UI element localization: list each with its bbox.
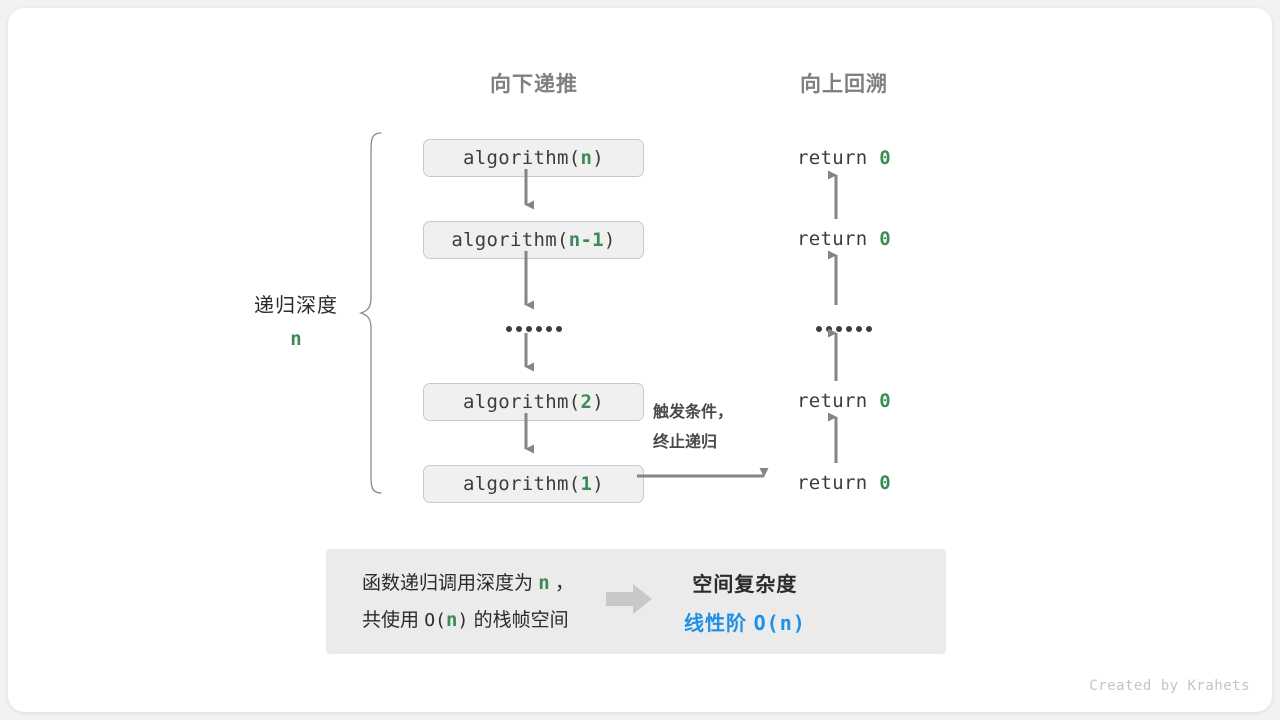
return-label-bottom: return 0 [797, 472, 891, 494]
return-keyword: return [797, 472, 880, 494]
summary-line1-n: n [538, 571, 550, 594]
block-right-arrow-icon [606, 582, 654, 621]
return-value: 0 [879, 390, 891, 412]
call-box-1: algorithm(1) [423, 465, 644, 503]
recursion-depth-title: 递归深度 [254, 295, 338, 317]
call-box-suffix: ) [592, 147, 604, 169]
call-box-prefix: algorithm( [463, 473, 581, 495]
termination-note-line2: 终止递归 [653, 434, 718, 451]
return-keyword: return [797, 390, 880, 412]
summary-line2-text-b: 的栈帧空间 [473, 609, 569, 631]
summary-line-2: 共使用 O(n) 的栈帧空间 [362, 602, 574, 639]
return-label-second: return 0 [797, 228, 891, 250]
call-box-prefix: algorithm( [451, 229, 569, 251]
credit-text: Created by Krahets [1089, 678, 1250, 694]
summary-line2-big-o-open: O( [424, 609, 446, 631]
call-box-prefix: algorithm( [463, 391, 581, 413]
diagram-card: 向下递推 向上回溯 algorithm(n) algorithm(n-1) al… [8, 8, 1272, 712]
call-box-suffix: ) [603, 229, 616, 251]
summary-line2-n: n [445, 608, 458, 631]
return-label-third: return 0 [797, 390, 891, 412]
call-box-n-minus-1: algorithm(n-1) [423, 221, 644, 259]
summary-line1-text-a: 函数递归调用深度为 [362, 572, 534, 594]
summary-conclusion-value: 线性阶 O(n) [684, 607, 806, 636]
return-value: 0 [879, 147, 891, 169]
return-keyword: return [797, 228, 880, 250]
summary-big-o: O(n) [753, 610, 806, 635]
call-box-suffix: ) [592, 473, 604, 495]
summary-line2-big-o-close: ) [457, 609, 469, 631]
ellipsis-dots-right [816, 326, 872, 332]
summary-line-1: 函数递归调用深度为 n ， [362, 565, 574, 602]
return-label-top: return 0 [797, 147, 891, 169]
return-keyword: return [797, 147, 880, 169]
return-value: 0 [879, 472, 891, 494]
recursion-depth-label: 递归深度 n [254, 289, 338, 350]
summary-order-name: 线性阶 [684, 612, 748, 635]
call-box-arg: n [580, 147, 593, 169]
summary-line2-text-a: 共使用 [362, 609, 420, 631]
summary-conclusion-title: 空间复杂度 [692, 573, 798, 596]
termination-note-line1: 触发条件， [653, 404, 734, 421]
column-heading-upward-backtrack: 向上回溯 [800, 73, 888, 96]
call-box-n: algorithm(n) [423, 139, 644, 177]
summary-description: 函数递归调用深度为 n ， 共使用 O(n) 的栈帧空间 [362, 565, 574, 639]
recursion-depth-brace [358, 132, 382, 494]
complexity-summary-panel: 函数递归调用深度为 n ， 共使用 O(n) 的栈帧空间 空间复杂度 线性阶 O… [326, 549, 946, 654]
call-box-suffix: ) [592, 391, 604, 413]
call-box-prefix: algorithm( [463, 147, 581, 169]
recursion-depth-value: n [290, 328, 302, 350]
return-value: 0 [879, 228, 891, 250]
termination-condition-note: 触发条件， 终止递归 [653, 398, 733, 458]
summary-line1-text-b: ， [555, 572, 575, 594]
ellipsis-dots-left [506, 326, 562, 332]
call-box-arg: n-1 [568, 229, 604, 251]
call-box-2: algorithm(2) [423, 383, 644, 421]
call-box-arg: 2 [580, 391, 593, 413]
column-heading-downward-recursion: 向下递推 [490, 73, 578, 96]
summary-conclusion: 空间复杂度 线性阶 O(n) [684, 568, 806, 636]
call-box-arg: 1 [580, 473, 593, 495]
